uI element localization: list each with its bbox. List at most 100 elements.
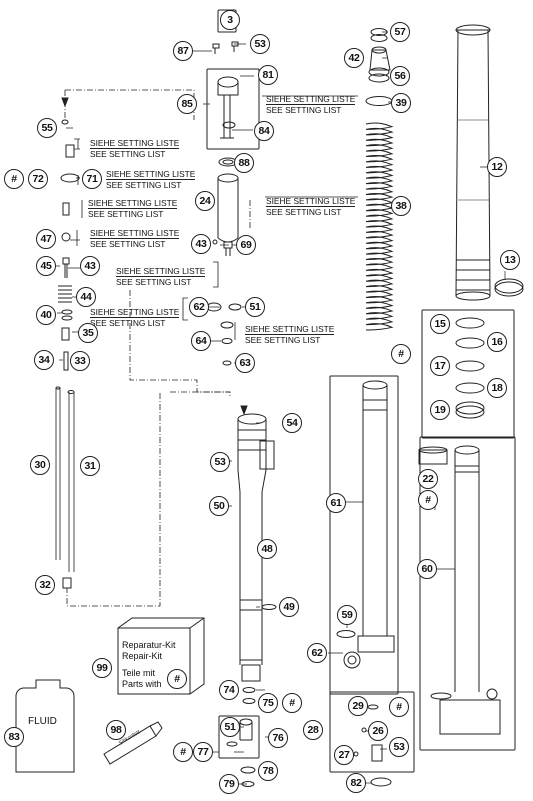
outer-tube-12 <box>455 24 491 301</box>
callout-43[interactable]: 43 <box>80 256 100 276</box>
setting-label: SIEHE SETTING LISTE SEE SETTING LIST <box>266 94 356 115</box>
callout-51[interactable]: 51 <box>245 297 265 317</box>
callout-82[interactable]: 82 <box>346 773 366 793</box>
spring-38 <box>365 122 394 331</box>
callout-53[interactable]: 53 <box>250 34 270 54</box>
callout-74[interactable]: 74 <box>219 680 239 700</box>
kit-line-2: Repair-Kit <box>122 651 163 661</box>
callout-40[interactable]: 40 <box>36 305 56 325</box>
kit-line-1: Reparatur-Kit <box>122 640 176 650</box>
callout-hash[interactable]: # <box>389 697 409 717</box>
callout-35[interactable]: 35 <box>78 323 98 343</box>
callout-hash[interactable]: # <box>173 742 193 762</box>
callout-53[interactable]: 53 <box>389 737 409 757</box>
callout-99[interactable]: 99 <box>92 658 112 678</box>
inner-tube-48 <box>237 413 275 682</box>
callout-26[interactable]: 26 <box>368 721 388 741</box>
callout-47[interactable]: 47 <box>36 229 56 249</box>
callout-45[interactable]: 45 <box>36 256 56 276</box>
callout-hash[interactable]: # <box>391 344 411 364</box>
callout-12[interactable]: 12 <box>487 157 507 177</box>
setting-label-de: SIEHE SETTING LISTE <box>90 228 180 238</box>
callout-98[interactable]: 98 <box>106 720 126 740</box>
callout-33[interactable]: 33 <box>70 351 90 371</box>
callout-15[interactable]: 15 <box>430 314 450 334</box>
kit-line-4: Parts with <box>122 679 162 689</box>
callout-44[interactable]: 44 <box>76 287 96 307</box>
callout-87[interactable]: 87 <box>173 41 193 61</box>
callout-79[interactable]: 79 <box>219 774 239 794</box>
callout-57[interactable]: 57 <box>390 22 410 42</box>
callout-64[interactable]: 64 <box>191 331 211 351</box>
callout-27[interactable]: 27 <box>334 745 354 765</box>
setting-label: SIEHE SETTING LISTE SEE SETTING LIST <box>90 228 180 249</box>
outer-tube-60 <box>439 445 501 735</box>
callout-50[interactable]: 50 <box>209 496 229 516</box>
callout-34[interactable]: 34 <box>34 350 54 370</box>
kit-line-3: Teile mit <box>122 668 156 678</box>
callout-16[interactable]: 16 <box>487 332 507 352</box>
callout-81[interactable]: 81 <box>258 65 278 85</box>
callout-48[interactable]: 48 <box>257 539 277 559</box>
callout-hash[interactable]: # <box>282 693 302 713</box>
callout-hash[interactable]: # <box>4 169 24 189</box>
callout-hash[interactable]: # <box>418 490 438 510</box>
setting-label-de: SIEHE SETTING LISTE <box>88 198 178 208</box>
callout-56[interactable]: 56 <box>390 66 410 86</box>
callout-75[interactable]: 75 <box>258 693 278 713</box>
repair-kit-label: Reparatur-Kit Repair-Kit <box>122 640 176 662</box>
setting-label-de: SIEHE SETTING LISTE <box>90 138 180 148</box>
callout-71[interactable]: 71 <box>82 169 102 189</box>
callout-42[interactable]: 42 <box>344 48 364 68</box>
callout-84[interactable]: 84 <box>254 121 274 141</box>
callout-76[interactable]: 76 <box>268 728 288 748</box>
setting-label: SIEHE SETTING LISTE SEE SETTING LIST <box>106 169 196 190</box>
callout-62[interactable]: 62 <box>189 297 209 317</box>
callout-3[interactable]: 3 <box>220 10 240 30</box>
callout-85[interactable]: 85 <box>177 94 197 114</box>
callout-22[interactable]: 22 <box>418 469 438 489</box>
setting-label-en: SEE SETTING LIST <box>90 148 180 159</box>
setting-label-en: SEE SETTING LIST <box>266 206 356 217</box>
callout-24[interactable]: 24 <box>195 191 215 211</box>
callout-69[interactable]: 69 <box>236 235 256 255</box>
setting-label: SIEHE SETTING LISTE SEE SETTING LIST <box>245 324 335 345</box>
callout-31[interactable]: 31 <box>80 456 100 476</box>
callout-88[interactable]: 88 <box>234 153 254 173</box>
setting-label-de: SIEHE SETTING LISTE <box>245 324 335 334</box>
setting-label: SIEHE SETTING LISTE SEE SETTING LIST <box>266 196 356 217</box>
setting-label-de: SIEHE SETTING LISTE <box>266 94 356 104</box>
callout-55[interactable]: 55 <box>37 118 57 138</box>
callout-72[interactable]: 72 <box>28 169 48 189</box>
setting-label-de: SIEHE SETTING LISTE <box>90 307 180 317</box>
setting-label: SIEHE SETTING LISTE SEE SETTING LIST <box>116 266 206 287</box>
callout-hash[interactable]: # <box>167 669 187 689</box>
outer-tube-61 <box>343 380 395 669</box>
callout-13[interactable]: 13 <box>500 250 520 270</box>
callout-49[interactable]: 49 <box>279 597 299 617</box>
callout-38[interactable]: 38 <box>391 196 411 216</box>
callout-60[interactable]: 60 <box>417 559 437 579</box>
callout-43[interactable]: 43 <box>191 234 211 254</box>
callout-32[interactable]: 32 <box>35 575 55 595</box>
callout-62[interactable]: 62 <box>307 643 327 663</box>
callout-51[interactable]: 51 <box>220 717 240 737</box>
callout-29[interactable]: 29 <box>348 696 368 716</box>
callout-78[interactable]: 78 <box>258 761 278 781</box>
callout-83[interactable]: 83 <box>4 727 24 747</box>
callout-18[interactable]: 18 <box>487 378 507 398</box>
callout-17[interactable]: 17 <box>430 356 450 376</box>
callout-39[interactable]: 39 <box>391 93 411 113</box>
setting-label-de: SIEHE SETTING LISTE <box>106 169 196 179</box>
callout-59[interactable]: 59 <box>337 605 357 625</box>
callout-63[interactable]: 63 <box>235 353 255 373</box>
callout-53[interactable]: 53 <box>210 452 230 472</box>
callout-54[interactable]: 54 <box>282 413 302 433</box>
setting-label: SIEHE SETTING LISTE SEE SETTING LIST <box>90 138 180 159</box>
callout-28[interactable]: 28 <box>303 720 323 740</box>
callout-61[interactable]: 61 <box>326 493 346 513</box>
callout-30[interactable]: 30 <box>30 455 50 475</box>
callout-77[interactable]: 77 <box>193 742 213 762</box>
callout-19[interactable]: 19 <box>430 400 450 420</box>
